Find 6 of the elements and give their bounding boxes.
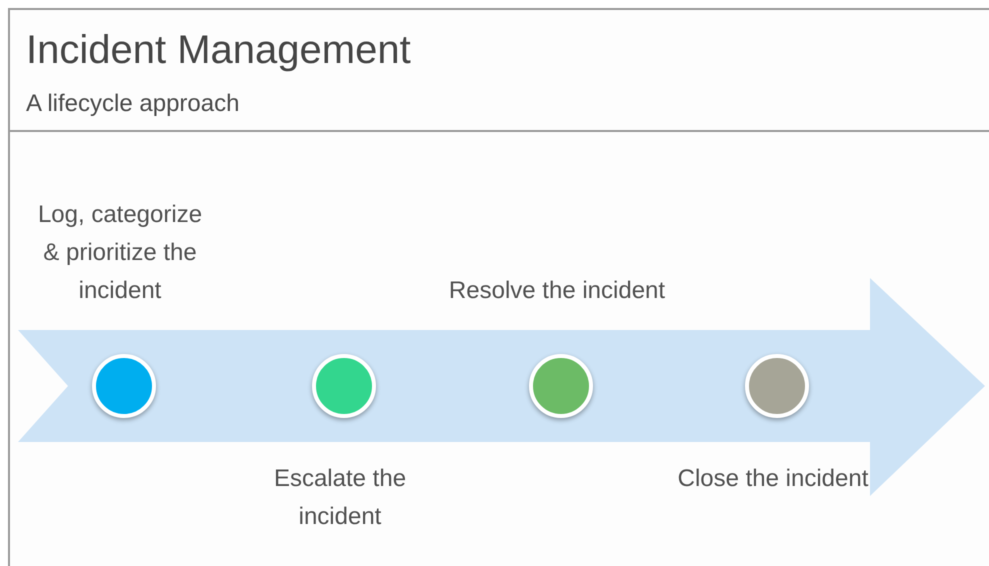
step-label: Close the incident — [676, 464, 870, 494]
title: Incident Management — [26, 28, 411, 73]
step-label: Log, categorize & prioritize the incident — [36, 200, 204, 306]
step-label: Resolve the incident — [448, 276, 666, 306]
subtitle: A lifecycle approach — [26, 90, 240, 118]
step-label: Escalate the incident — [272, 464, 408, 532]
